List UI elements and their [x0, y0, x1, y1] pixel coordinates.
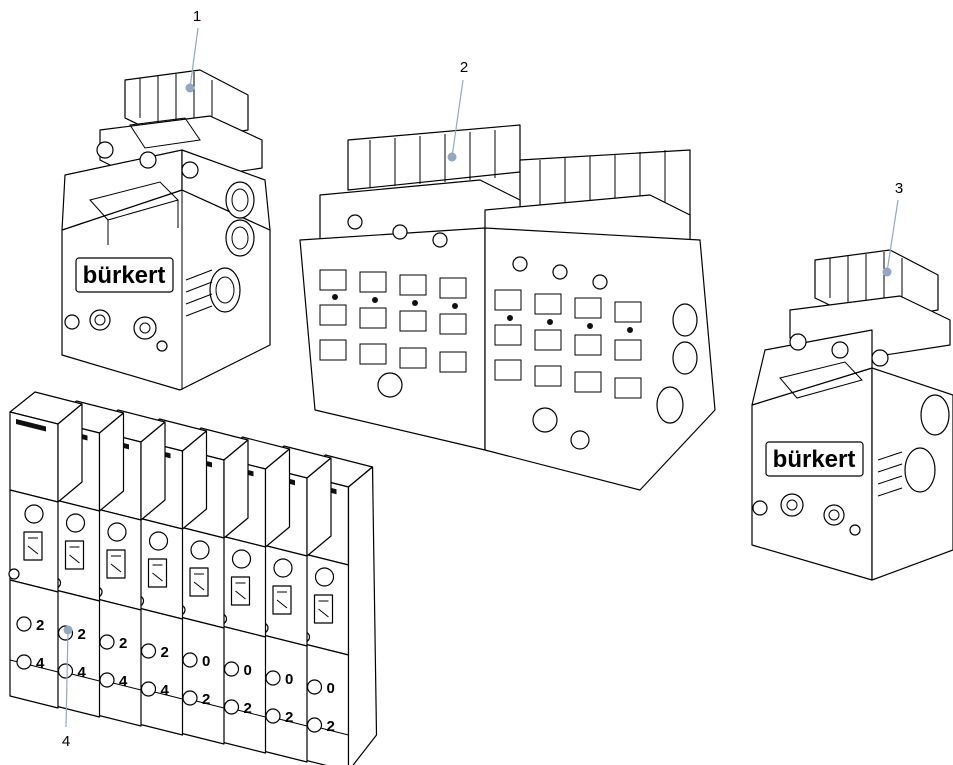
callout-1-label: 1 — [193, 8, 201, 25]
port-label-upper: 0 — [202, 653, 210, 670]
valve-row-end-plate — [347, 466, 378, 765]
brand-plate-1 — [75, 257, 174, 293]
port-label-lower: 2 — [327, 718, 335, 735]
port-label-upper: 2 — [119, 635, 127, 652]
callout-3-label: 3 — [895, 180, 903, 197]
module-2-manifold — [299, 124, 716, 491]
callout-1: 1 — [185, 8, 201, 93]
callout-3: 3 — [882, 180, 903, 277]
callout-4: 4 — [62, 625, 73, 750]
module-3-end-plate: bürkert — [751, 249, 953, 581]
module-1-end-plate: bürkert — [61, 69, 271, 391]
port-label-upper: 0 — [285, 671, 293, 688]
callout-2: 2 — [447, 59, 468, 162]
port-label-lower: 4 — [78, 664, 87, 681]
brand-plate-3 — [765, 441, 864, 477]
port-label-upper: 2 — [161, 644, 169, 661]
port-label-upper: 2 — [78, 626, 86, 643]
callout-4-label: 4 — [62, 733, 70, 750]
brand-label-1: bürkert — [83, 262, 166, 289]
port-label-upper: 0 — [327, 680, 335, 697]
port-label-lower: 2 — [285, 709, 293, 726]
port-label-lower: 2 — [202, 691, 210, 708]
port-label-lower: 2 — [244, 700, 252, 717]
brand-label-3: bürkert — [773, 446, 856, 473]
port-label-lower: 4 — [119, 673, 128, 690]
callout-2-label: 2 — [460, 59, 468, 76]
port-label-upper: 2 — [36, 617, 44, 634]
port-label-upper: 0 — [244, 662, 252, 679]
port-label-lower: 4 — [36, 655, 45, 672]
valve-unit: 24 — [8, 391, 83, 709]
port-label-lower: 4 — [161, 682, 170, 699]
